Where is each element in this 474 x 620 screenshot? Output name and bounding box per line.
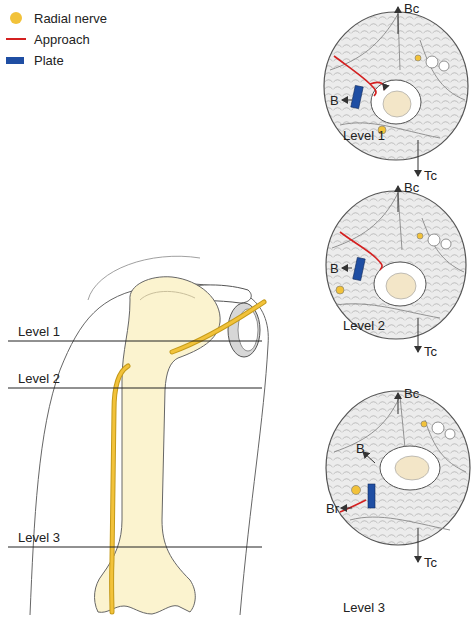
label: Tc: [424, 555, 437, 570]
approach-line: [370, 82, 384, 90]
bone-marrow: [386, 273, 416, 299]
direction-arrow: [342, 268, 352, 269]
radial-nerve: [112, 366, 128, 612]
vessel: [441, 239, 451, 249]
legend-text: Approach: [34, 32, 90, 47]
bone-marrow: [395, 456, 429, 480]
direction-arrow: [342, 100, 352, 101]
label: Level 3: [343, 600, 385, 615]
label: B: [356, 441, 365, 456]
legend-text: Radial nerve: [34, 11, 107, 26]
label: Level 2: [18, 371, 60, 386]
label: Bc: [404, 1, 419, 16]
direction-arrow: [398, 7, 399, 34]
legend-row: Approach: [6, 30, 90, 48]
vessel: [445, 429, 455, 439]
bone-cortex: [380, 446, 440, 490]
radial-nerve-dot: [336, 286, 344, 294]
label: Bc: [404, 180, 419, 195]
legend-line: [6, 38, 26, 40]
vessel: [426, 56, 438, 68]
legend-text: Plate: [34, 53, 64, 68]
level-line: [8, 341, 262, 342]
label: Level 2: [343, 318, 385, 333]
cross-section: [324, 12, 468, 160]
label: Level 1: [18, 324, 60, 339]
legend-dot: [10, 12, 22, 24]
vessel: [428, 234, 440, 246]
label: Level 3: [18, 530, 60, 545]
label: Bc: [404, 386, 419, 401]
approach-line: [340, 500, 366, 512]
radial-nerve: [112, 366, 128, 612]
direction-arrow: [418, 528, 419, 562]
direction-arrow: [363, 452, 375, 463]
label: Level 1: [343, 128, 385, 143]
radial-nerve-dot: [352, 486, 361, 495]
label: Tc: [424, 344, 437, 359]
direction-arrow: [418, 318, 419, 352]
cross-section: [326, 191, 466, 339]
approach-line: [340, 232, 382, 270]
humeral-head-shade: [140, 291, 195, 300]
label: Br: [326, 501, 339, 516]
glenoid: [228, 303, 260, 357]
direction-arrow: [398, 393, 399, 414]
direction-arrow: [341, 508, 352, 509]
cross-section: [326, 391, 470, 545]
legend-row: Plate: [6, 51, 64, 69]
label: B: [330, 93, 339, 108]
direction-arrow: [418, 140, 419, 176]
vessel: [439, 61, 449, 71]
level-line: [8, 547, 262, 548]
direction-arrow: [398, 186, 399, 212]
nerve-dot: [417, 233, 423, 239]
radial-nerve: [172, 302, 264, 352]
vessel: [432, 422, 444, 434]
plate: [368, 484, 375, 508]
radial-nerve: [172, 302, 264, 352]
level-line: [8, 388, 262, 389]
fascia-line: [334, 396, 466, 530]
legend-swatch: [6, 57, 24, 64]
nerve-dot: [415, 55, 421, 61]
bone-cortex: [371, 80, 421, 124]
humerus: [95, 277, 221, 614]
approach-line: [334, 56, 376, 96]
label: B: [330, 261, 339, 276]
legend-row: Radial nerve: [6, 9, 107, 27]
nerve-dot: [421, 421, 427, 427]
plate: [353, 257, 365, 280]
label: Tc: [424, 168, 437, 183]
bone-marrow: [383, 91, 411, 117]
plate: [351, 85, 363, 108]
